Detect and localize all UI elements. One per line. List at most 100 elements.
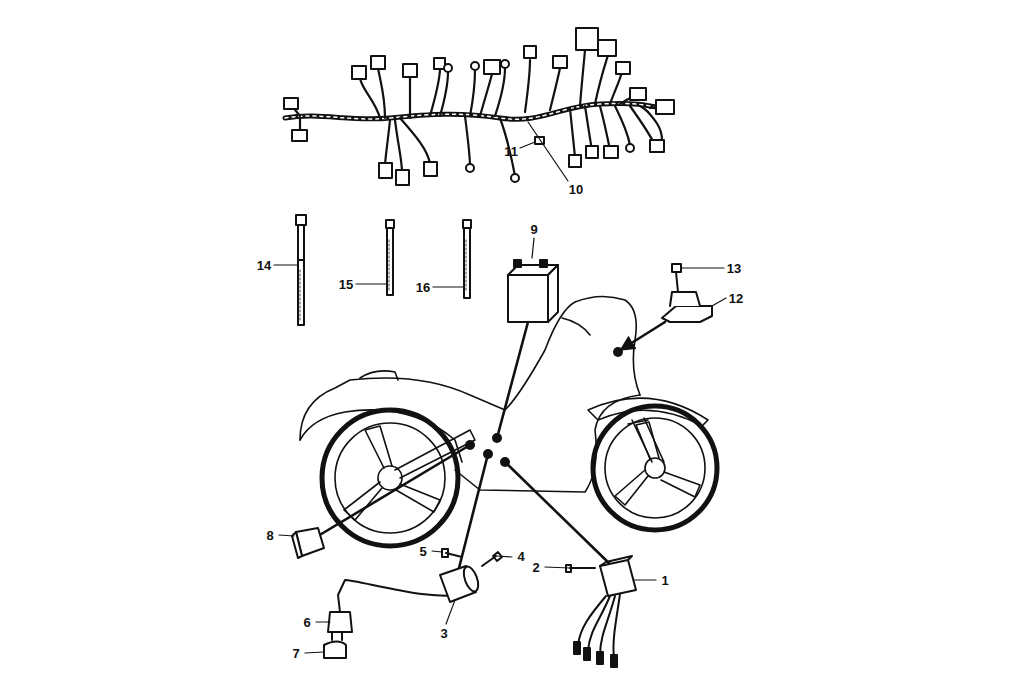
connector [598,40,616,56]
callout-number: 9 [529,222,538,237]
callout-anchor: 3 [439,626,448,641]
callout-anchor: 1 [660,573,669,588]
leader-line [316,621,330,622]
harness-branch [648,112,662,140]
callout-anchor: 8 [265,528,274,543]
callout-anchor: 15 [338,277,354,292]
location-arrow [622,322,665,349]
rear-tyre [322,410,458,546]
harness-trunk [285,103,670,119]
strap-teeth [300,240,466,320]
connector [524,46,536,58]
leader-line [528,122,568,181]
callout-anchor: 6 [302,615,311,630]
leader-line [279,535,294,536]
battery [508,260,558,322]
leader-line [432,551,442,552]
line-art [274,28,726,667]
scooter-seat-line [562,318,590,335]
callout-number: 11 [503,144,519,159]
leader-line [274,264,297,265]
connector [569,155,581,167]
front-spokes [615,422,700,505]
connector [650,140,664,152]
plug-neck [332,632,342,640]
connector [352,66,366,79]
scooter-body [300,296,640,440]
callout-number: 3 [439,626,448,641]
bracket-plate [662,306,712,322]
leader-line [532,238,534,258]
cdi-terminals [574,642,617,667]
callout-number: 14 [256,258,272,273]
bolts [442,264,681,572]
swing-arm [395,430,475,478]
callout-anchor: 4 [516,549,525,564]
strap [296,215,306,325]
cdi-unit [574,556,636,667]
callout-number: 4 [516,549,525,564]
location-line [318,445,470,536]
strap [386,220,394,295]
connector [424,162,437,176]
connector [284,98,298,109]
callout-number: 7 [291,646,300,661]
ignition-coil [324,565,481,658]
leader-line [520,142,535,148]
strap [463,220,471,298]
cdi-top [600,556,632,566]
tail-light [360,371,398,380]
location-line [497,322,528,438]
callout-anchor: 10 [568,182,584,197]
connector [501,60,509,68]
front-hub [645,458,665,478]
bracket [662,292,712,322]
connector [511,174,519,182]
connector [403,64,417,77]
leader-line [356,283,386,284]
harness-branch [570,106,655,158]
bracket-block [670,292,700,306]
leader-line [305,652,324,653]
callout-number: 8 [265,528,274,543]
connector [616,62,630,74]
location-line [505,462,612,566]
connector [292,130,307,141]
harness-branch [360,68,430,172]
connector [576,28,598,50]
mount-points [465,347,623,467]
spark-plug [324,642,346,659]
leader-line [545,567,570,568]
connector [586,146,598,158]
callout-number: 13 [726,261,742,276]
callout-anchor: 14 [256,258,272,273]
callout-number: 5 [418,544,427,559]
callout-anchor: 9 [529,222,538,237]
bolt-4 [482,552,502,566]
leader-line [497,556,512,557]
front-rim [605,418,705,518]
callout-anchor: 12 [728,291,744,306]
battery-terminal [514,260,521,267]
connector [656,100,674,114]
callout-anchor: 2 [531,560,540,575]
bolt-13 [672,264,681,292]
callout-anchor: 16 [415,280,431,295]
wiring-harness [285,50,670,176]
harness-branch [465,68,505,166]
callout-number: 6 [302,615,311,630]
connector [379,163,392,178]
callout-anchor: 7 [291,646,300,661]
connector [396,170,409,185]
harness-branch [500,60,560,176]
bolt-2 [566,565,595,572]
harness-connectors [284,28,674,185]
callout-number: 12 [728,291,744,306]
callout-anchor: 11 [503,144,519,159]
connector [626,144,634,152]
cdi-body [600,560,636,596]
battery-side [548,265,558,322]
plug-cap [328,612,352,632]
